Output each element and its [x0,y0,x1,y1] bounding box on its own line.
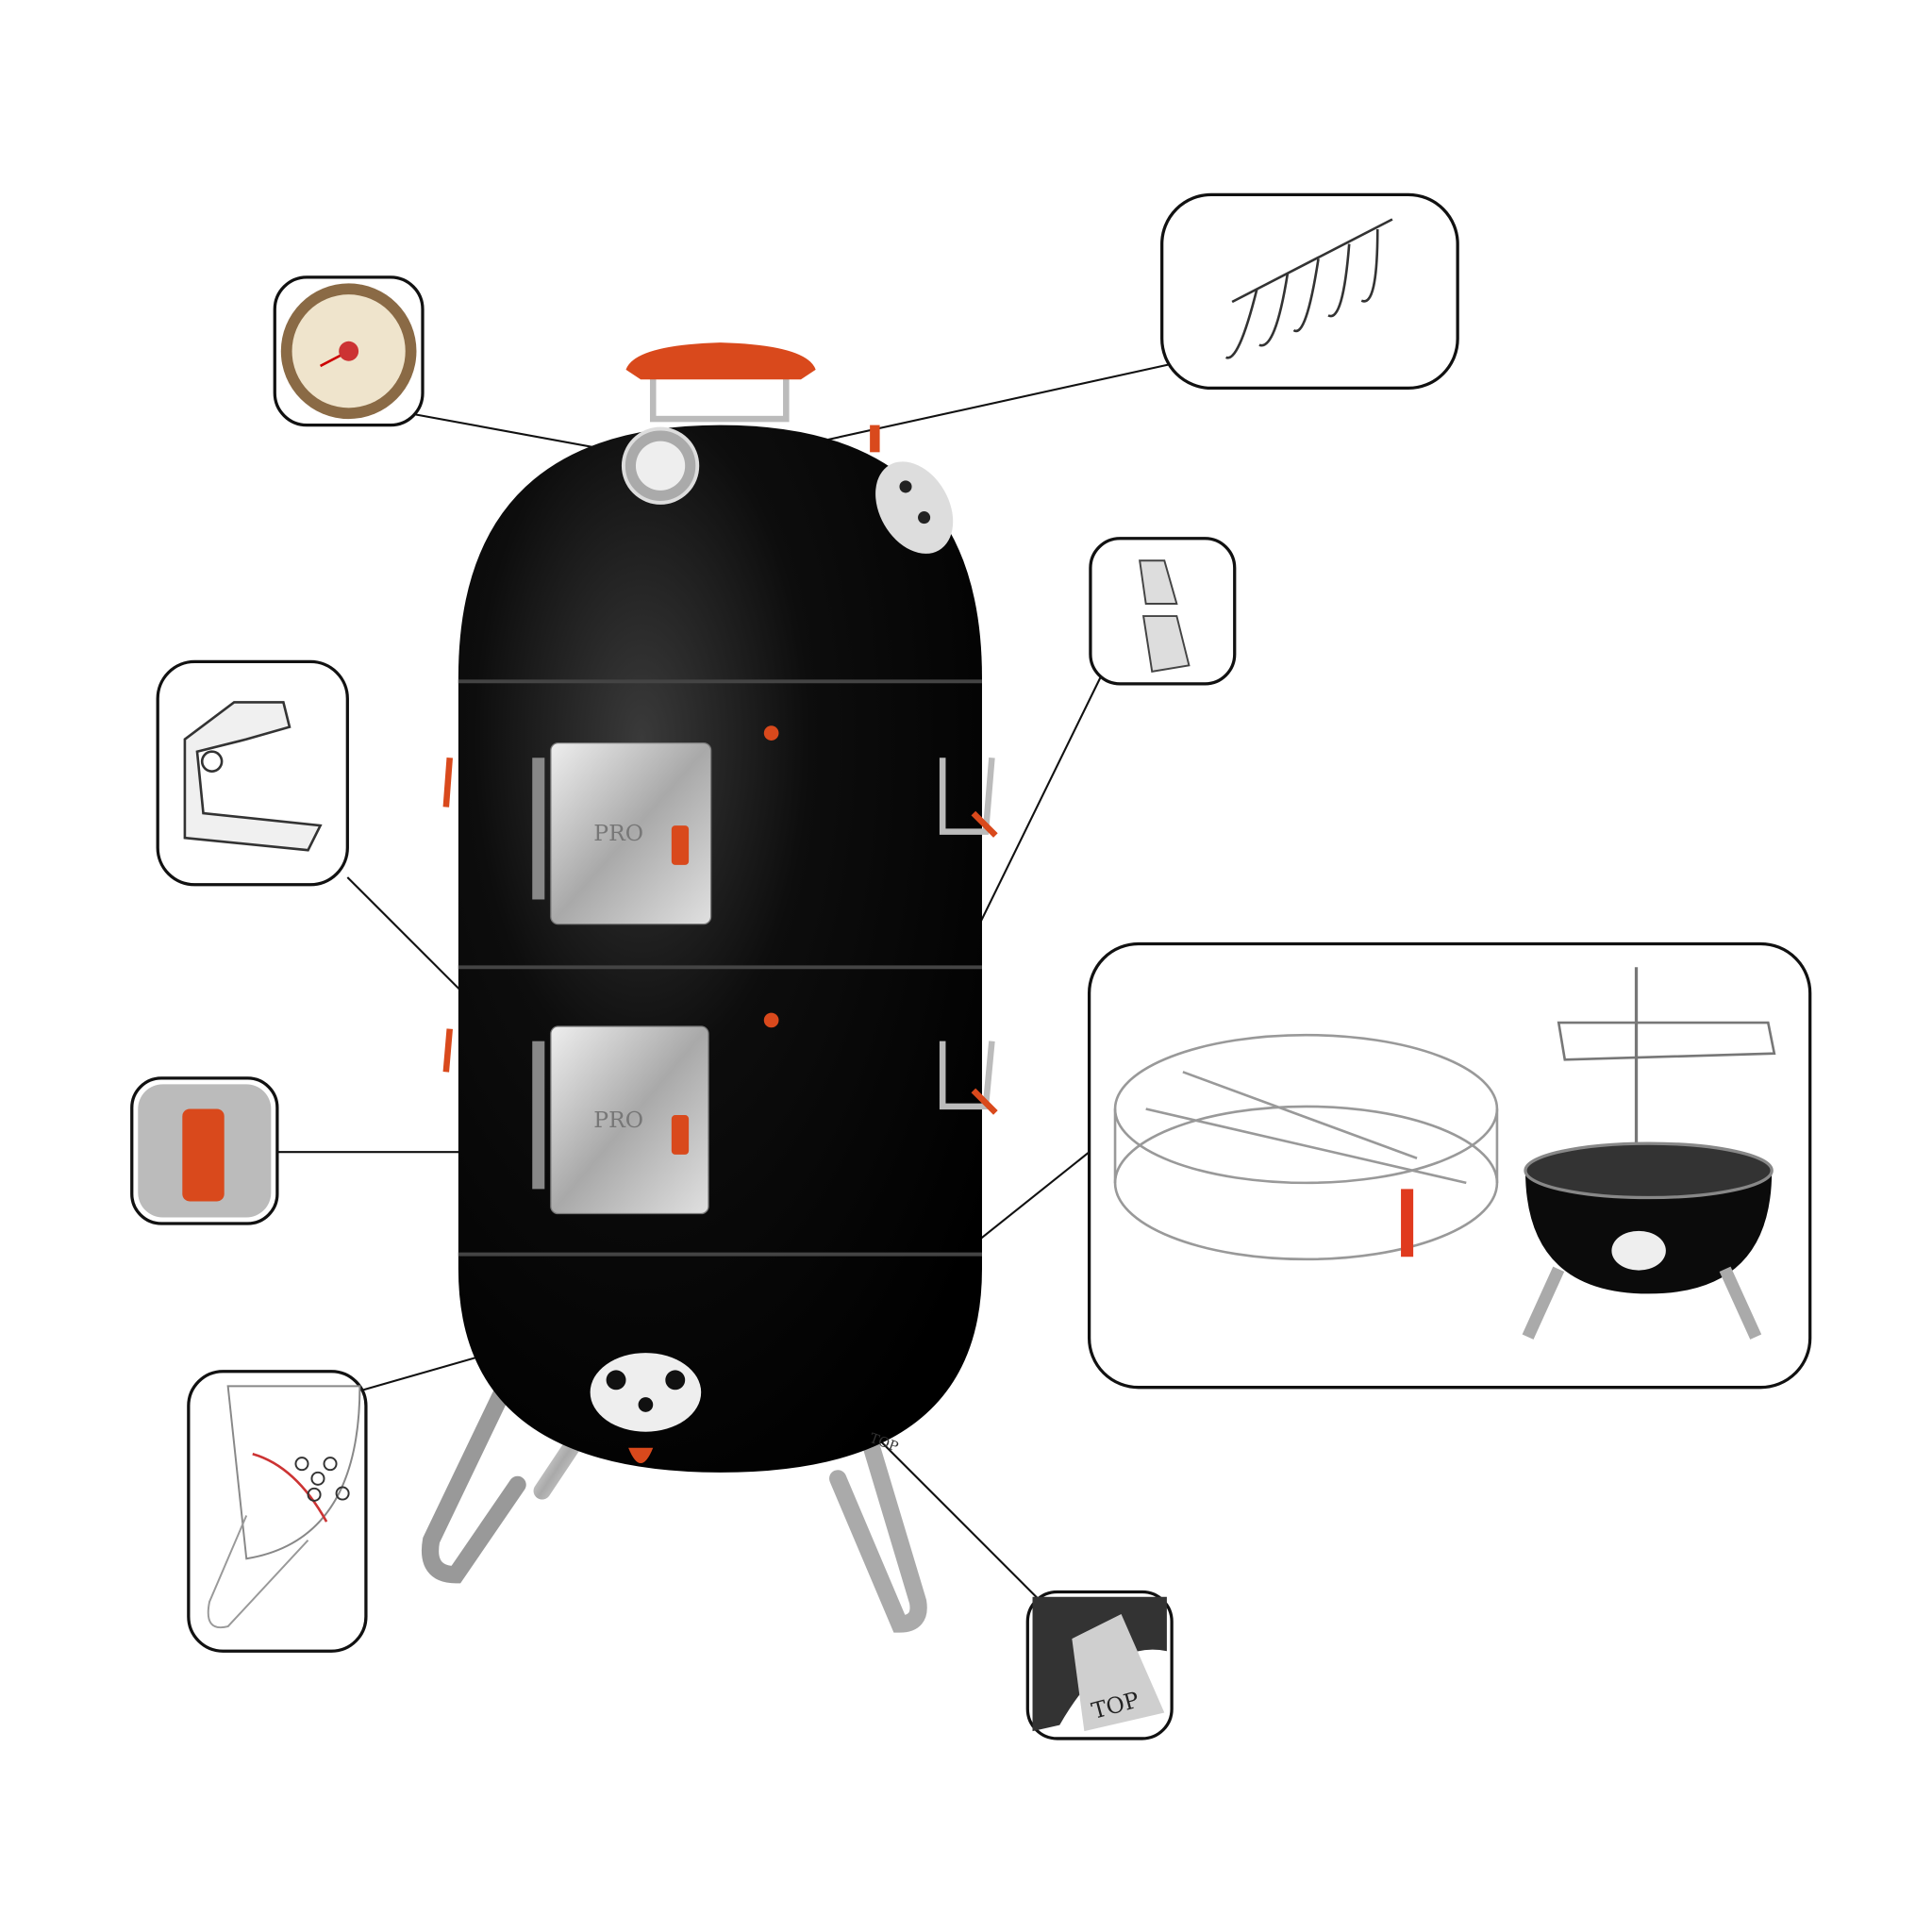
callout-air-vent [187,1370,368,1653]
door-logo: PRO [593,1107,643,1133]
upper-door[interactable]: PRO [532,741,712,925]
lid-handle[interactable] [625,342,816,423]
callout-meat-hooks [1160,192,1459,391]
lid-thermometer [621,426,700,505]
smoker-body [458,425,982,1473]
callout-charcoal-basket-and-grill [1087,941,1812,1390]
grommet [763,725,779,741]
lid-hook-tab [870,425,880,453]
lid-vent[interactable] [859,448,969,568]
callout-latch-clip [1089,537,1237,686]
door-handle[interactable] [671,1115,690,1155]
grommet [763,1012,779,1028]
callout-thermometer [273,275,425,427]
callout-door-handle [130,1076,279,1225]
callout-leg-top-marking: TOP [1025,1590,1174,1740]
door-logo: PRO [593,820,643,846]
door-handle[interactable] [671,825,690,865]
lower-door[interactable]: PRO [532,1025,709,1215]
side-handles[interactable] [442,757,998,1115]
bottom-vent[interactable] [590,1353,702,1464]
callout-lid-bracket [156,659,349,887]
